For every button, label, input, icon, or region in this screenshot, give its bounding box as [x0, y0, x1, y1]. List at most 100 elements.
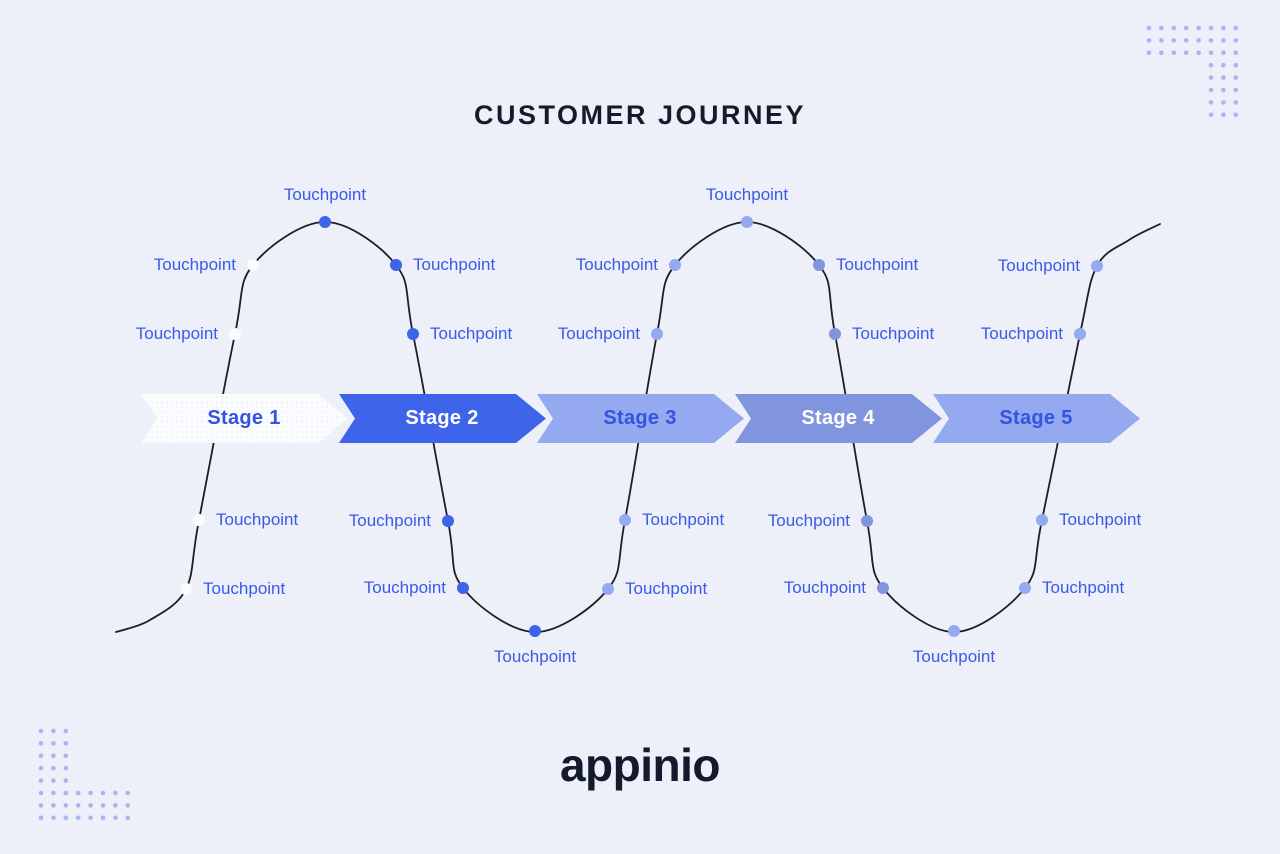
- decor-dot: [1146, 38, 1152, 43]
- decor-dot: [1159, 50, 1164, 56]
- decor-dot: [38, 753, 44, 759]
- decor-dot: [1233, 25, 1239, 31]
- touchpoint-label-4: Touchpoint: [203, 579, 286, 598]
- decor-dot: [1233, 112, 1239, 118]
- touchpoint-label-1: Touchpoint: [153, 255, 236, 274]
- touchpoint-dot-8: [442, 515, 454, 527]
- touchpoint-dot-6: [390, 259, 402, 271]
- touchpoint-dot-22: [1074, 328, 1086, 340]
- touchpoint-label-15: Touchpoint: [705, 185, 789, 204]
- touchpoint-label-10: Touchpoint: [493, 647, 577, 666]
- decor-dot: [113, 790, 118, 796]
- decor-dot: [1221, 75, 1226, 80]
- page-title: CUSTOMER JOURNEY: [473, 100, 807, 130]
- touchpoint-label-13: Touchpoint: [642, 510, 725, 529]
- decor-dot: [100, 803, 106, 808]
- stage-chevron-2: [339, 394, 546, 443]
- decor-dot: [1183, 50, 1189, 56]
- touchpoint-label-24: Touchpoint: [1042, 578, 1125, 597]
- decor-dot: [1233, 62, 1239, 68]
- decor-dot: [1221, 38, 1226, 43]
- decor-dot: [38, 765, 44, 771]
- decor-dot: [1221, 100, 1226, 105]
- decor-dot: [63, 803, 69, 808]
- decor-dot-grid-bottom-left: [38, 728, 131, 821]
- decor-dot: [1221, 25, 1226, 31]
- touchpoint-label-19: Touchpoint: [783, 578, 866, 597]
- touchpoint-dot-24: [1019, 582, 1031, 594]
- decor-dot: [51, 803, 56, 808]
- touchpoint-label-3: Touchpoint: [216, 510, 299, 529]
- touchpoint-label-12: Touchpoint: [557, 324, 640, 343]
- touchpoint-dot-19: [877, 582, 889, 594]
- touchpoint-label-9: Touchpoint: [363, 578, 446, 597]
- stage-chevron-4: [735, 394, 942, 443]
- touchpoint-dot-9: [457, 582, 469, 594]
- decor-dot: [1208, 62, 1214, 68]
- decor-dot: [1146, 50, 1152, 56]
- decor-dot: [1196, 38, 1201, 43]
- touchpoint-label-6: Touchpoint: [413, 255, 496, 274]
- decor-dot: [113, 815, 118, 821]
- stage-label-5: Stage 5: [999, 407, 1073, 429]
- decor-dot: [88, 803, 93, 808]
- decor-dot: [1171, 50, 1177, 56]
- touchpoint-label-22: Touchpoint: [980, 324, 1063, 343]
- touchpoint-dot-14: [602, 583, 614, 595]
- decor-dot: [113, 803, 118, 808]
- touchpoint-label-7: Touchpoint: [430, 324, 513, 343]
- touchpoint-dot-5: [319, 216, 331, 228]
- decor-dot: [1196, 25, 1201, 31]
- touchpoint-label-21: Touchpoint: [997, 256, 1080, 275]
- touchpoint-dot-16: [813, 259, 825, 271]
- decor-dot: [1208, 100, 1214, 105]
- decor-dot: [100, 790, 106, 796]
- stage-label-3: Stage 3: [603, 407, 677, 429]
- decor-dot: [63, 741, 69, 746]
- decor-dot: [51, 790, 56, 796]
- decor-dot: [1233, 100, 1239, 105]
- touchpoint-label-8: Touchpoint: [348, 511, 431, 530]
- stage-chevron-3: [537, 394, 744, 443]
- decor-dot: [1233, 87, 1239, 93]
- decor-dot: [1221, 50, 1226, 56]
- decor-dot: [38, 790, 44, 796]
- decor-dot: [1221, 112, 1226, 118]
- touchpoint-label-2: Touchpoint: [135, 324, 218, 343]
- decor-dot: [63, 790, 69, 796]
- decor-dot: [75, 790, 81, 796]
- touchpoint-dot-4: [180, 583, 192, 595]
- decor-dot: [63, 728, 69, 734]
- touchpoint-dot-21: [1091, 260, 1103, 272]
- decor-dot: [1208, 38, 1214, 43]
- decor-dot: [1146, 25, 1152, 31]
- decor-dot: [63, 815, 69, 821]
- decor-dot: [63, 753, 69, 759]
- decor-dot: [1208, 112, 1214, 118]
- touchpoint-dot-11: [669, 259, 681, 271]
- decor-dot: [63, 765, 69, 771]
- decor-dot: [1159, 25, 1164, 31]
- decor-dot: [88, 815, 93, 821]
- decor-dot: [38, 778, 44, 783]
- touchpoint-dot-15: [741, 216, 753, 228]
- decor-dot: [88, 790, 93, 796]
- decor-dot: [1221, 62, 1226, 68]
- decor-dot: [125, 803, 131, 808]
- decor-dot: [51, 741, 56, 746]
- stage-label-2: Stage 2: [405, 407, 479, 429]
- decor-dot: [38, 741, 44, 746]
- decor-dot: [1183, 25, 1189, 31]
- decor-dot: [1183, 38, 1189, 43]
- touchpoint-dot-12: [651, 328, 663, 340]
- decor-dot: [1171, 38, 1177, 43]
- decor-dot: [75, 815, 81, 821]
- decor-dot: [1221, 87, 1226, 93]
- touchpoint-dot-17: [829, 328, 841, 340]
- stage-chevron-1: [141, 394, 348, 443]
- touchpoint-dot-2: [229, 328, 241, 340]
- touchpoint-label-18: Touchpoint: [767, 511, 850, 530]
- touchpoint-dot-3: [193, 514, 205, 526]
- decor-dot: [125, 790, 131, 796]
